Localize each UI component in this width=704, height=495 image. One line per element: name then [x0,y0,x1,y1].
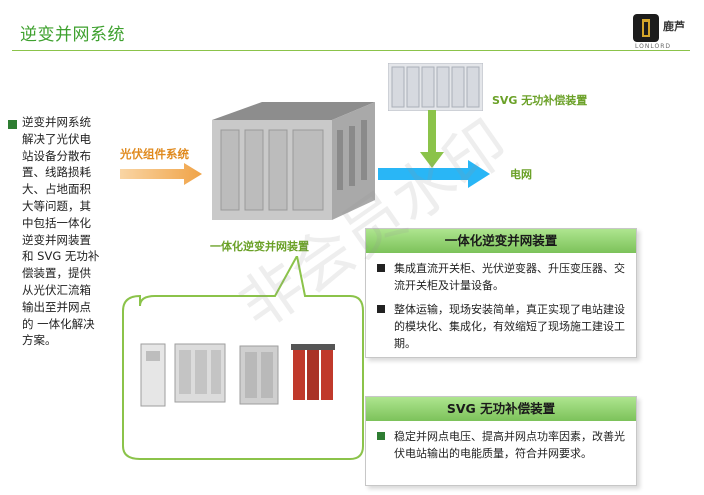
pv-system-label: 光伏组件系统 [120,147,189,161]
company-logo: 鹿芦 LONLORD [633,12,693,52]
svg-compensator-image [388,63,483,111]
grid-label: 电网 [510,168,532,181]
bullet-icon [377,264,385,272]
svg-device-panel: SVG 无功补偿装置 稳定并网点电压、提高并网点功率因素，改善光伏电站输出的电能… [365,396,637,486]
logo-cn-text: 鹿芦 [663,20,685,33]
bullet-icon [377,305,385,313]
logo-en-text: LONLORD [635,43,671,50]
integrated-inverter-cabinet-image [212,102,375,220]
arrow-down-icon [420,110,444,168]
bullet-icon [377,432,385,440]
intro-text: 逆变并网系统解决了光伏电站设备分散布置、线路损耗大、占地面积大等问题，其中包括一… [22,115,100,348]
integrated-device-panel: 一体化逆变并网装置 集成直流开关柜、光伏逆变器、升压变压器、交流开关柜及计量设备… [365,228,637,358]
title-divider [12,50,690,51]
arrow-right-icon [120,163,202,185]
list-item: 稳定并网点电压、提高并网点功率因素，改善光伏电站输出的电能质量，符合并网要求。 [372,428,626,462]
svg-device-label: SVG 无功补偿装置 [492,94,588,107]
logo-mark-icon [633,14,659,42]
panel-title: SVG 无功补偿装置 [366,397,636,421]
integrated-device-label: 一体化逆变并网装置 [210,240,309,253]
equipment-callout [122,256,364,460]
list-item: 集成直流开关柜、光伏逆变器、升压变压器、交流开关柜及计量设备。 [372,260,626,294]
arrow-right-blue-icon [378,160,490,188]
bullet-icon [8,120,17,129]
list-item: 整体运输，现场安装简单，真正实现了电站建设的模块化、集成化，有效缩短了现场施工建… [372,301,626,352]
page-title: 逆变并网系统 [20,25,125,45]
panel-title: 一体化逆变并网装置 [366,229,636,253]
